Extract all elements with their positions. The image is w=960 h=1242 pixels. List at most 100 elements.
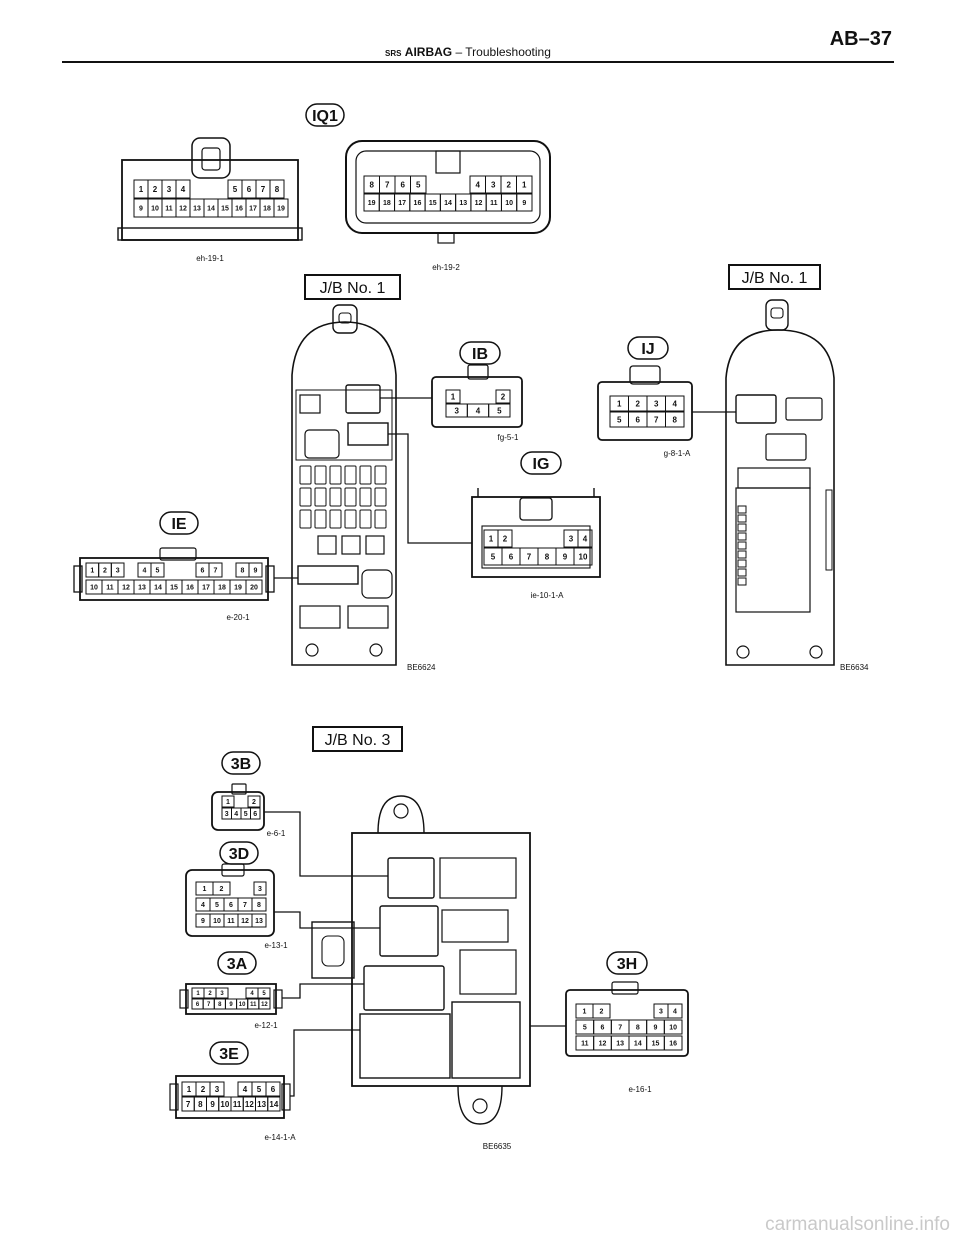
- badge-outline: [627, 336, 669, 360]
- wire-3a: [282, 983, 364, 999]
- pin-number: 7: [527, 552, 532, 561]
- pin-number: 2: [503, 534, 508, 543]
- pin-number: 8: [275, 185, 280, 194]
- badge-text: IJ: [641, 341, 654, 358]
- pin-number: 8: [370, 180, 375, 189]
- header-rule: [62, 61, 894, 63]
- connector-body: [431, 376, 523, 428]
- connector-ear: [179, 989, 189, 1009]
- pin-number: 10: [505, 200, 513, 207]
- latch-window: [201, 147, 221, 171]
- jb-socket-ij: [735, 394, 777, 424]
- pin-number: 14: [269, 1100, 278, 1109]
- code-g-8-1-a: g-8-1-A: [664, 449, 691, 458]
- pin-number: 7: [207, 1002, 211, 1008]
- pin-number: 5: [416, 180, 421, 189]
- pin-row-top-right: 2: [495, 389, 511, 404]
- jb-fuse: [374, 465, 387, 485]
- pin-cell: [269, 179, 285, 199]
- pin-number: 6: [401, 180, 406, 189]
- jb-fuse: [737, 550, 747, 559]
- pin-number: 8: [673, 415, 678, 424]
- badge-text: 3D: [229, 846, 249, 863]
- pin-cell: [267, 1096, 281, 1112]
- pin-number: 1: [617, 399, 622, 408]
- jb-fuse: [359, 487, 372, 507]
- pin-number: 9: [563, 552, 568, 561]
- pin-number: 3: [215, 1085, 220, 1094]
- pin-number: 3: [454, 406, 459, 415]
- jb-socket-row: [737, 467, 811, 489]
- pin-number: 2: [103, 568, 107, 575]
- pin-number: 14: [207, 206, 215, 213]
- pin-number: 6: [196, 1002, 200, 1008]
- title-box-text: J/B No. 1: [742, 270, 808, 287]
- pin-cell: [497, 529, 513, 548]
- jb-body-outline: [351, 832, 531, 1087]
- jb-fuse: [374, 509, 387, 529]
- jb-body-outline: [725, 329, 835, 666]
- jb-socket-3d: [379, 905, 439, 957]
- jb-mount-hole: [393, 803, 409, 819]
- jb-fuse: [299, 509, 312, 529]
- pin-cell: [592, 1003, 611, 1019]
- pin-number: 3: [167, 185, 172, 194]
- pin-number: 13: [257, 1100, 266, 1109]
- jb-socket-ib: [345, 384, 381, 414]
- pin-number: 8: [545, 552, 550, 561]
- pin-cell: [667, 1003, 683, 1019]
- connector-latch: [231, 783, 247, 795]
- section-dash: –: [455, 45, 463, 59]
- jb3-title: J/B No. 3: [312, 726, 403, 752]
- pin-number: 1: [522, 180, 527, 189]
- pin-cell: [212, 881, 231, 896]
- jb-socket-lower-left: [299, 605, 341, 629]
- connector-body: [597, 381, 693, 441]
- jb-fuse: [329, 509, 342, 529]
- pin-number: 8: [636, 1025, 640, 1032]
- pin-number: 5: [491, 552, 496, 561]
- pin-number: 12: [241, 918, 249, 925]
- pin-cell: [215, 987, 229, 999]
- pin-number: 5: [233, 185, 238, 194]
- badge-3h: 3H: [606, 951, 648, 975]
- pin-number: 11: [106, 585, 114, 592]
- jb-fuse: [737, 514, 747, 523]
- title-box-text: J/B No. 3: [325, 732, 391, 749]
- jb-socket-3h: [451, 1001, 521, 1079]
- pin-number: 9: [654, 1025, 658, 1032]
- pin-number: 12: [261, 1002, 268, 1008]
- jb-fuse: [344, 509, 357, 529]
- badge-outline: [221, 751, 261, 775]
- jb-fuse-large: [317, 535, 337, 555]
- pin-cell: [577, 529, 593, 548]
- code-e-13-1: e-13-1: [264, 941, 288, 950]
- connector-ear: [265, 565, 275, 593]
- code-ie-10-1-a: ie-10-1-A: [531, 591, 565, 600]
- pin-number: 15: [429, 200, 437, 207]
- jb-fuse: [344, 487, 357, 507]
- pin-number: 6: [509, 552, 514, 561]
- badge-text: 3A: [227, 956, 248, 973]
- pin-number: 6: [247, 185, 252, 194]
- pin-number: 4: [243, 1085, 248, 1094]
- badge-3d: 3D: [219, 841, 259, 865]
- pin-number: 9: [139, 206, 143, 213]
- pin-number: 10: [239, 1002, 246, 1008]
- pin-number: 18: [218, 585, 226, 592]
- pin-number: 1: [226, 799, 230, 806]
- pin-number: 3: [116, 568, 120, 575]
- pin-row-top-right: 2: [247, 795, 261, 808]
